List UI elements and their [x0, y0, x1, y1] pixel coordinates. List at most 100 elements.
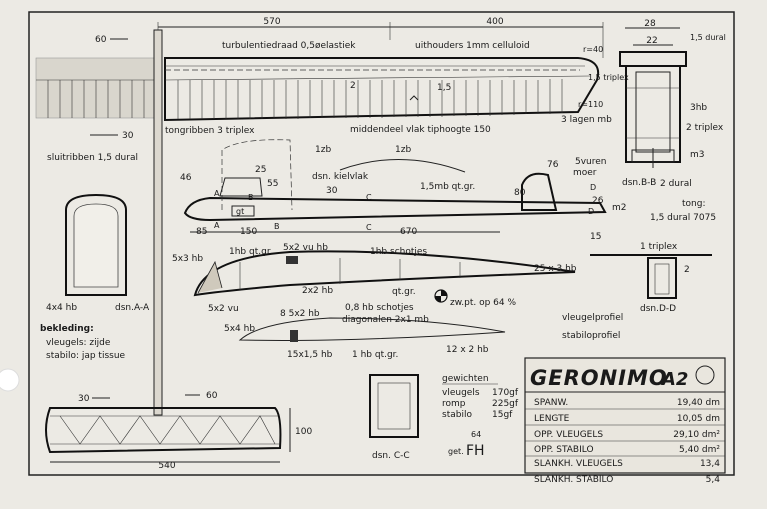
mark-d-bottom: D: [588, 207, 594, 216]
punch-hole: [0, 368, 20, 392]
tip-holders-label: uithouders 1mm celluloid: [415, 41, 530, 51]
dim-30-nose: 30: [326, 186, 338, 196]
spar-block: [286, 256, 298, 264]
weights-title: gewichten: [442, 374, 489, 384]
stab-dim-60: 60: [206, 391, 218, 401]
spec-value-5: 5,4: [706, 475, 721, 485]
stab-dim-540: 540: [158, 461, 175, 471]
vu5x2-label: 5x2 vu hb: [283, 243, 328, 253]
spec-value-3: 5,40 dm²: [679, 445, 720, 455]
cg-label: zw.pt. op 64 %: [450, 298, 516, 308]
section-aa-label: dsn.A-A: [115, 303, 150, 313]
mark-c-top: C: [366, 193, 372, 202]
signature: get. 64 FH: [448, 430, 485, 459]
rib-15-label: 1,5: [437, 83, 451, 93]
qtgr-label: qt.gr.: [392, 287, 416, 297]
signature-prefix: get.: [448, 447, 464, 456]
hb8x2-label: 8 5x2 hb: [280, 309, 320, 319]
dural2-label: 2 dural: [660, 179, 692, 189]
m2-label: m2: [612, 203, 627, 213]
covering-title: bekleding:: [40, 324, 94, 334]
fin: 76 80 moer 5vuren 26 m2 15 D D: [514, 157, 627, 242]
dim-55: 55: [267, 179, 278, 189]
triplex-15-label: 1,5 triplex: [588, 73, 629, 82]
spec-label-4: SLANKH. VLEUGELS: [534, 459, 623, 469]
vuren-label: 5vuren: [575, 157, 607, 167]
class-emblem: [695, 365, 715, 385]
schotjes-label: 1hb schotjes: [370, 247, 427, 257]
dim-15: 15: [590, 232, 601, 242]
tongribben-label: tongribben 3 triplex: [165, 126, 255, 136]
sluitribben-label: sluitribben 1,5 dural: [47, 153, 138, 163]
turbulator-label: turbulentiedraad 0,5øelastiek: [222, 41, 356, 51]
dim-25: 25: [255, 165, 266, 175]
zb1-a: 1zb: [315, 145, 331, 155]
triplex1-label: 1 triplex: [640, 242, 678, 252]
tong-title: tong:: [682, 199, 705, 209]
hb4x4-label: 4x4 hb: [46, 303, 77, 313]
mark-d-top: D: [590, 183, 596, 192]
dim-80: 80: [514, 188, 526, 198]
stab-profile-label: stabiloprofiel: [562, 331, 620, 341]
weights-table: gewichten vleugels 170gf romp 225gf stab…: [442, 374, 519, 420]
dim-28: 28: [644, 19, 656, 29]
kielvlak-label: dsn. kielvlak: [312, 172, 369, 182]
mark-c-bottom: C: [366, 223, 372, 232]
title-block: GERONIMO A2 SPANW. 19,40 dm LENGTE 10,05…: [524, 357, 726, 485]
section-dd-label: dsn.D-D: [640, 304, 676, 314]
covering-line1: vleugels: zijde: [46, 338, 111, 348]
dim-85: 85: [196, 227, 207, 237]
section-d-d: 1 triplex 2 dsn.D-D: [590, 242, 712, 314]
vu5x2b-label: 5x2 vu: [208, 304, 239, 314]
spec-label-5: SLANKH. STABILO: [534, 475, 613, 485]
spec-label-0: SPANW.: [534, 398, 568, 408]
dim-30-root: 30: [122, 131, 134, 141]
mark-a-bottom: A: [214, 221, 220, 230]
weight-name-1: romp: [442, 399, 466, 409]
spec-value-1: 10,05 dm: [677, 414, 720, 424]
wing-plan: 570 400 60: [35, 17, 629, 163]
wing-profile: 5x3 hb 1hb qt.gr. 5x2 vu hb 1hb schotjes…: [172, 243, 623, 341]
section-a-a: 4x4 hb dsn.A-A: [46, 193, 150, 313]
hb5x3-label: 5x3 hb: [172, 254, 203, 264]
three-ply-label: 3 lagen mb: [561, 115, 612, 125]
section-bb-label: dsn.B-B: [622, 178, 656, 188]
spec-label-2: OPP. VLEUGELS: [534, 430, 603, 440]
tong-material: 1,5 dural 7075: [650, 213, 716, 223]
weight-value-0: 170gf: [492, 388, 519, 398]
weight-value-2: 15gf: [492, 410, 513, 420]
signature-initials: FH: [466, 443, 485, 459]
r110-label: r=110: [578, 100, 603, 109]
zb1-b: 1zb: [395, 145, 411, 155]
fuselage-nose: gt 1zb 1zb 25 55 30 46 A B A B C C 85 15…: [180, 139, 607, 237]
mark-a-top: A: [214, 189, 220, 198]
diagonalen-label: diagonalen 2x1 mb: [342, 315, 429, 325]
covering-notes: bekleding: vleugels: zijde stabilo: jap …: [40, 324, 126, 361]
dim-76: 76: [547, 160, 559, 170]
covering-line2: stabilo: jap tissue: [46, 351, 126, 361]
spec-value-2: 29,10 dm²: [673, 430, 720, 440]
dd-dim2: 2: [684, 265, 690, 275]
rib-2-label: 2: [350, 81, 356, 91]
mark-b-top: B: [248, 193, 254, 202]
stab-dim-100: 100: [295, 427, 312, 437]
wing-profile-label: vleugelprofiel: [562, 313, 623, 323]
stab-hbqt-label: 1 hb qt.gr.: [352, 350, 398, 360]
spec-value-4: 13,4: [700, 459, 720, 469]
dim-26: 26: [592, 196, 604, 206]
fuselage-boom: [153, 29, 163, 416]
dim-150: 150: [240, 227, 257, 237]
model-name: GERONIMO: [530, 366, 668, 390]
hb3-label: 3hb: [690, 103, 707, 113]
weight-name-0: vleugels: [442, 388, 480, 398]
dim-670: 670: [400, 227, 417, 237]
middendeel-label: middendeel vlak tiphoogte 150: [350, 125, 491, 135]
schotjes08-label: 0,8 hb schotjes: [345, 303, 414, 313]
stab-plan: 30 60 100 540: [45, 391, 312, 471]
spec-value-0: 19,40 dm: [677, 398, 720, 408]
weight-value-1: 225gf: [492, 399, 519, 409]
hbqt-label: 1hb qt.gr.: [229, 247, 273, 257]
stab-dim-30: 30: [78, 394, 90, 404]
